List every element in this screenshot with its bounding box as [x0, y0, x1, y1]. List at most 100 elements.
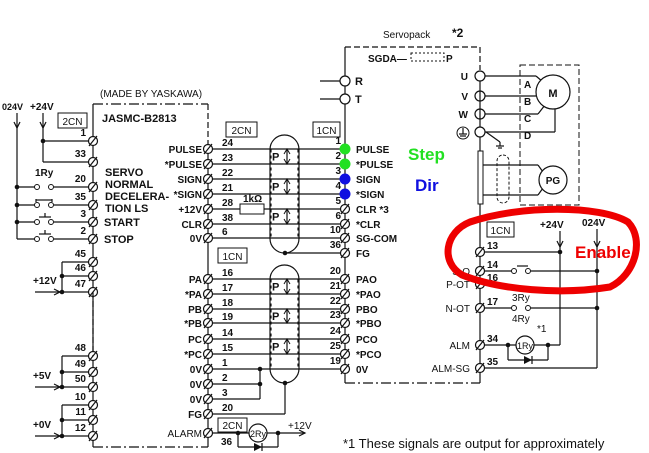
- signal-label: PA: [189, 275, 202, 286]
- terminal-slash: [475, 265, 485, 277]
- pin-number: 35: [75, 192, 87, 203]
- servopack-terminal-4: [339, 188, 351, 200]
- signal-label-stop: STOP: [104, 234, 134, 246]
- terminal-slash: [203, 303, 213, 315]
- pin-number: 20: [330, 266, 342, 277]
- connector-1cn-label-box: [217, 247, 248, 264]
- connector-1cn-label-box: [312, 121, 341, 138]
- pin-number: 13: [487, 241, 499, 252]
- signal-label: CLR *3: [356, 205, 389, 216]
- junction-dot: [59, 289, 65, 295]
- pin-number: 14: [222, 328, 234, 339]
- terminal-slash: [203, 317, 213, 329]
- signal-label: 0V: [190, 380, 203, 391]
- servo-normal-deceleration-text: SERVO: [105, 167, 144, 179]
- power-arrow-head: [53, 288, 62, 296]
- switch-contact: [34, 236, 40, 242]
- dir-annotation: Dir: [415, 176, 439, 195]
- s-on-switch: [511, 268, 517, 274]
- signal-label: *PULSE: [165, 160, 203, 171]
- power-input-label: T: [355, 94, 362, 106]
- terminal-slash: [203, 363, 213, 375]
- terminal-slash: [203, 232, 213, 244]
- junction-dot: [282, 380, 288, 386]
- motor-output-label: W: [459, 110, 469, 121]
- pin-number: 34: [487, 334, 499, 345]
- terminal-slash: [88, 414, 98, 426]
- signal-label: *PAO: [356, 290, 381, 301]
- pair-arrow-head: [283, 338, 291, 355]
- power-input-label: R: [355, 76, 363, 88]
- pin-number: 24: [330, 326, 342, 337]
- io-signal-label: ALM-SG: [432, 364, 471, 375]
- terminal-slash: [203, 427, 213, 439]
- terminal-slash: [88, 233, 98, 245]
- motor-wire-label: B: [524, 97, 531, 108]
- pin-number: 6: [222, 227, 228, 238]
- pin-number: 4: [335, 181, 341, 192]
- servopack-terminal-2: [339, 158, 351, 170]
- pin-number: 22: [222, 168, 234, 179]
- terminal-slash: [88, 256, 98, 268]
- pin-number: 10: [75, 392, 87, 403]
- switch-contact: [48, 236, 54, 242]
- servopack-terminal-1: [339, 143, 351, 155]
- connector-2cn-label: 2CN: [231, 126, 251, 137]
- terminal-slash: [203, 273, 213, 285]
- pin-number: 46: [75, 263, 87, 274]
- pin-number: 3: [80, 209, 86, 220]
- terminal-slash: [340, 317, 350, 329]
- pin-number: 25: [330, 341, 342, 352]
- switch-contact: [34, 219, 40, 225]
- junction-dot: [59, 369, 65, 375]
- alarm-supply-arrow-head: [298, 429, 307, 437]
- relay-note: *1: [537, 324, 547, 335]
- ground-terminal: [474, 126, 486, 138]
- ot-switch: [511, 305, 517, 311]
- signal-label: PULSE: [356, 145, 390, 156]
- pair-arrow-head: [283, 178, 291, 195]
- encoder-label: PG: [546, 176, 561, 187]
- pin-number: 35: [487, 357, 499, 368]
- pin-number: 16: [222, 268, 234, 279]
- terminal-slash: [88, 135, 98, 147]
- terminal-slash: [340, 303, 350, 315]
- alm-diode-symbol: [524, 356, 532, 364]
- power-label: +12V: [33, 276, 57, 287]
- supply-0-24v-label: 024V: [2, 102, 23, 112]
- pin-number: 22: [330, 296, 342, 307]
- signal-label: 0V: [190, 395, 203, 406]
- twisted-pair-mark: P: [272, 342, 279, 354]
- servopack-model: SGDA—: [368, 54, 407, 65]
- signal-label: FG: [356, 249, 370, 260]
- pin-number: 2: [80, 226, 86, 237]
- terminal-slash: [88, 381, 98, 393]
- terminal-slash: [203, 143, 213, 155]
- connector-2cn-label-box: [217, 417, 248, 433]
- junction-dot: [557, 249, 563, 255]
- pin-number: 15: [222, 343, 234, 354]
- junction-dot: [59, 384, 65, 390]
- pin-number: 23: [222, 153, 234, 164]
- signal-label: 0V: [190, 365, 203, 376]
- signal-label: *SIGN: [356, 190, 384, 201]
- terminal-slash: [203, 408, 213, 420]
- junction-dot: [59, 433, 65, 439]
- connector-1cn-label: 1CN: [490, 226, 510, 237]
- terminal-slash: [88, 399, 98, 411]
- relay-2ry-label: 2Ry: [250, 429, 267, 439]
- twisted-pair-mark: P: [272, 152, 279, 164]
- junction-dot: [594, 305, 600, 311]
- signal-label: *PBO: [356, 319, 382, 330]
- terminal-slash: [340, 363, 350, 375]
- motor-wire-label: A: [524, 80, 531, 91]
- pin-number: 18: [222, 298, 234, 309]
- pin-number: 3: [222, 388, 228, 399]
- encoder-connector: [477, 150, 484, 205]
- connector-2cn-label-box: [57, 112, 88, 129]
- twisted-pair-mark: P: [272, 311, 279, 323]
- pin-number: 16: [487, 273, 499, 284]
- pin-number: 49: [75, 359, 87, 370]
- signal-label-start: START: [104, 217, 140, 229]
